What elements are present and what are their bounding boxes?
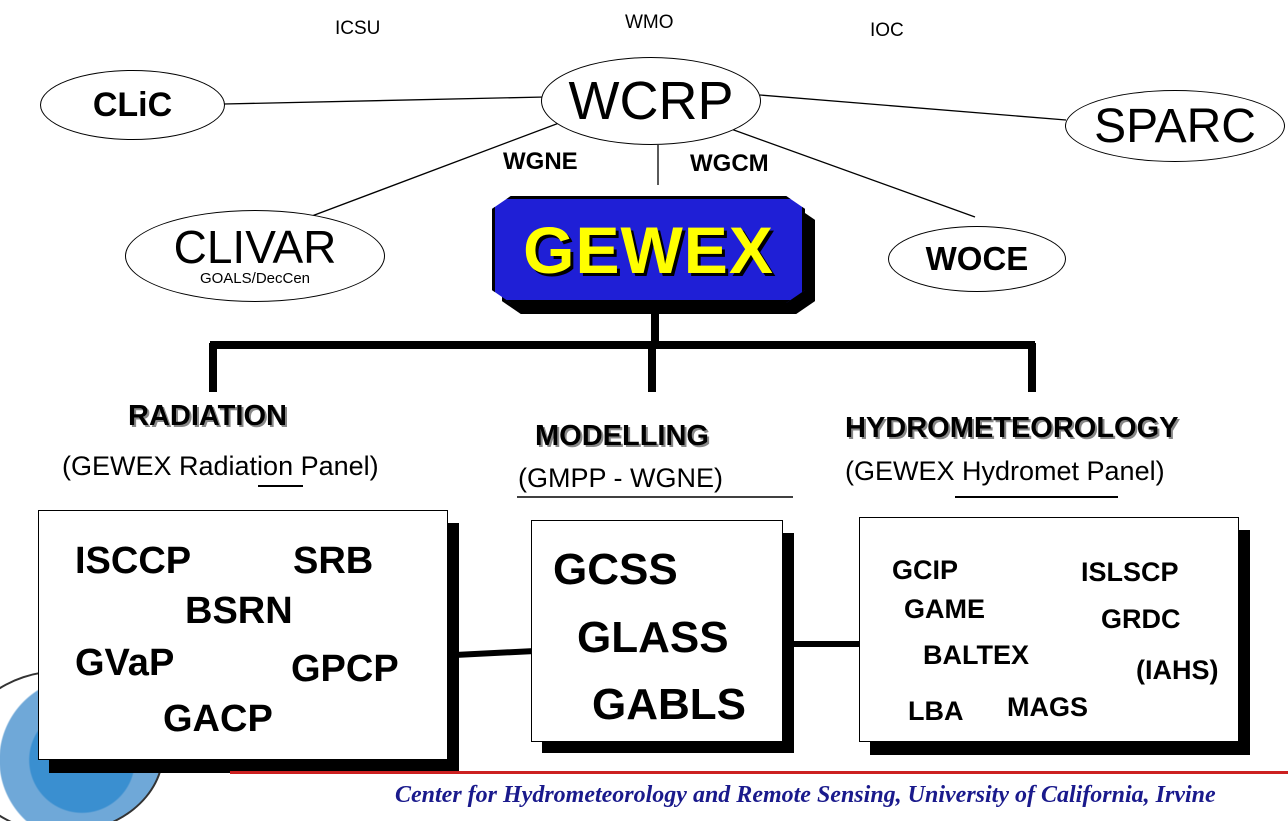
hydro-box: GCIP GAME BALTEX LBA MAGS ISLSCP GRDC (I… [859, 517, 1239, 742]
radiation-item: SRB [293, 540, 374, 582]
modelling-box: GCSS GLASS GABLS [531, 520, 783, 742]
link-wgcm: WGCM [690, 150, 769, 177]
node-clivar-label: CLIVAR [173, 221, 337, 273]
modelling-item: GCSS [553, 545, 678, 594]
category-hydrometeorology-subtitle: (GEWEX Hydromet Panel) [845, 456, 1165, 486]
node-sparc: SPARC [1065, 90, 1285, 162]
radiation-item: BSRN [185, 590, 293, 632]
hydro-item: GAME [904, 594, 985, 624]
footer-rule [230, 771, 1288, 774]
node-sparc-label: SPARC [1094, 99, 1256, 153]
footer-caption: Center for Hydrometeorology and Remote S… [395, 782, 1216, 808]
hydro-item: ISLSCP [1081, 557, 1179, 587]
category-radiation-subtitle: (GEWEX Radiation Panel) [62, 451, 379, 481]
node-gewex-label: GEWEX [523, 212, 774, 287]
node-wcrp: WCRP [541, 57, 761, 145]
radiation-item: GVaP [75, 642, 175, 684]
sponsor-ioc: IOC [870, 20, 904, 41]
hydro-item: GCIP [892, 555, 959, 585]
node-wcrp-label: WCRP [568, 71, 734, 131]
radiation-item: GPCP [291, 648, 399, 690]
radiation-box: ISCCP SRB BSRN GVaP GPCP GACP [38, 510, 448, 760]
node-woce: WOCE [888, 226, 1066, 292]
node-woce-label: WOCE [925, 240, 1029, 277]
node-gewex: GEWEX [492, 196, 805, 303]
node-clivar-sublabel: GOALS/DecCen [199, 270, 311, 287]
category-modelling-subtitle: (GMPP - WGNE) [518, 463, 723, 493]
node-clic: CLiC [40, 70, 225, 140]
modelling-item: GABLS [592, 680, 746, 729]
category-hydrometeorology-title: HYDROMETEOROLOGY [845, 412, 1179, 444]
category-modelling-title: MODELLING [535, 420, 709, 452]
sponsor-wmo: WMO [625, 12, 674, 33]
hydro-item: (IAHS) [1136, 655, 1219, 685]
hydro-item: LBA [908, 696, 964, 726]
hydro-item: BALTEX [923, 640, 1029, 670]
category-radiation-title: RADIATION [128, 400, 287, 432]
node-clivar: CLIVAR GOALS/DecCen [125, 210, 385, 302]
link-wgne: WGNE [503, 148, 578, 175]
radiation-item: ISCCP [75, 540, 192, 582]
hydro-item: MAGS [1007, 692, 1088, 722]
radiation-item: GACP [163, 698, 273, 740]
hydro-item: GRDC [1101, 604, 1181, 634]
sponsor-icsu: ICSU [335, 18, 381, 39]
node-clic-label: CLiC [92, 85, 173, 124]
modelling-item: GLASS [577, 613, 729, 662]
